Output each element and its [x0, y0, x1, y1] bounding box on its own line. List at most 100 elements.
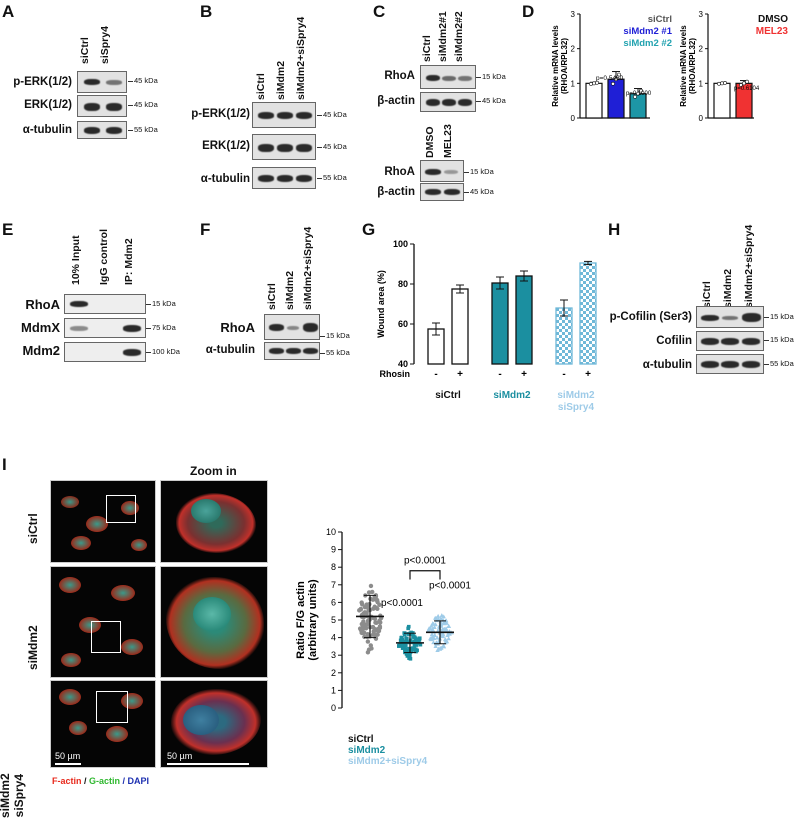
p-value-annotation: p=0.1000: [626, 91, 652, 97]
data-point: [408, 656, 413, 661]
data-point: [429, 623, 434, 628]
data-point: [397, 644, 401, 648]
lane-label: 10% Input: [70, 235, 82, 285]
data-point: [611, 81, 615, 86]
stain-separator: /: [81, 776, 90, 786]
bar: [629, 93, 647, 119]
row-label: β-actin: [377, 95, 415, 107]
legend-entry: MEL23: [756, 26, 789, 37]
y-axis-label: Wound area (%): [376, 270, 386, 338]
y-tick-label: 4: [331, 633, 336, 643]
stain-g-actin: G-actin: [89, 776, 121, 786]
data-point: [412, 643, 417, 648]
p-value-annotation: p<0.0001: [429, 580, 471, 591]
data-point: [636, 91, 640, 96]
bar: [491, 282, 509, 365]
kda-marker: 15 kDa: [464, 167, 494, 176]
row-label: RhoA: [384, 166, 415, 178]
data-point: [432, 633, 438, 638]
p-value-annotation: p=0.5460: [596, 75, 624, 82]
y-tick-label: 0: [571, 114, 576, 123]
row-label: MdmX: [21, 320, 60, 335]
data-point: [368, 583, 374, 589]
data-point: [366, 647, 372, 652]
bar: [585, 82, 603, 119]
p-value-annotation: p<0.0001: [381, 598, 423, 609]
data-point: [407, 632, 411, 636]
data-point: [408, 653, 412, 657]
data-point: [358, 607, 364, 612]
data-point: [415, 638, 420, 642]
y-tick-label: 0: [331, 703, 336, 713]
lane-label: siCtrl: [255, 73, 267, 100]
blot-strip: [64, 294, 146, 314]
data-point: [365, 639, 371, 644]
data-point: [445, 632, 450, 637]
x-row-label: Rhosin: [380, 369, 411, 379]
data-point: [400, 643, 405, 648]
row-label: α-tubulin: [642, 359, 692, 371]
lane-label: siMdm2#1: [437, 11, 449, 62]
panel-letter-h: H: [608, 220, 621, 239]
micrograph-zoom: [160, 480, 268, 563]
scale-bar: [55, 763, 81, 765]
panel-letter-i: I: [2, 455, 7, 474]
data-point: [400, 646, 405, 650]
bar: [579, 262, 597, 365]
kda-marker: 55 kDa: [128, 125, 158, 134]
lane-label: siMdm2+siSpry4: [743, 224, 755, 308]
data-point: [408, 638, 413, 643]
data-point: [372, 604, 377, 609]
legend-entry: siMdm2 #2: [623, 38, 672, 49]
data-point: [399, 635, 404, 640]
lane-label: siCtrl: [701, 281, 713, 308]
data-point: [372, 616, 378, 622]
kda-marker: 45 kDa: [128, 100, 158, 109]
y-tick-label: 2: [571, 45, 576, 54]
legend-entry: siMdm2: [348, 745, 386, 756]
blot-strip: [420, 183, 464, 201]
x-sign: -: [434, 369, 437, 380]
data-point: [441, 620, 446, 625]
y-axis-label: Relative mRNA levels(RHOA/RPL32): [679, 25, 697, 107]
panel-letter-e: E: [2, 220, 14, 239]
y-tick-label: 0: [699, 114, 704, 123]
data-point: [441, 614, 446, 619]
panel-letter-a: A: [2, 2, 15, 21]
data-point: [365, 621, 370, 627]
lane-label: siSpry4: [99, 26, 111, 64]
row-label: ERK(1/2): [24, 99, 72, 111]
y-tick-label: 1: [331, 685, 336, 695]
lane-label: MEL23: [442, 124, 454, 158]
lane-label: siMdm2: [275, 60, 287, 100]
lane-label: siCtrl: [421, 35, 433, 62]
data-point: [595, 80, 599, 85]
row-label: α-tubulin: [200, 173, 250, 185]
panel-letter-d: D: [522, 2, 535, 21]
data-point: [405, 648, 410, 653]
y-tick-label: 2: [331, 668, 336, 678]
legend-entry: siCtrl: [348, 734, 374, 745]
blot-strip: [77, 71, 127, 93]
y-tick-label: 3: [571, 10, 576, 19]
data-point: [639, 88, 643, 93]
row-label: p-Cofilin (Ser3): [609, 311, 692, 323]
kda-marker: 45 kDa: [317, 142, 347, 151]
legend-entry: DMSO: [758, 14, 788, 25]
panel-letter-c: C: [373, 2, 386, 21]
x-sign: +: [585, 369, 591, 380]
legend-entry: siMdm2 #1: [623, 26, 672, 37]
x-sign: +: [521, 369, 527, 380]
data-point: [403, 643, 408, 648]
kda-marker: 55 kDa: [320, 348, 350, 357]
blot-strip: [252, 134, 316, 160]
data-point: [443, 637, 448, 642]
data-point: [411, 634, 416, 638]
blot-strip: [252, 167, 316, 189]
blot-strip: [420, 160, 464, 182]
lane-label: siMdm2: [722, 268, 734, 308]
legend-entry: siMdm2+siSpry4: [348, 756, 428, 767]
blot-strip: [77, 95, 127, 117]
